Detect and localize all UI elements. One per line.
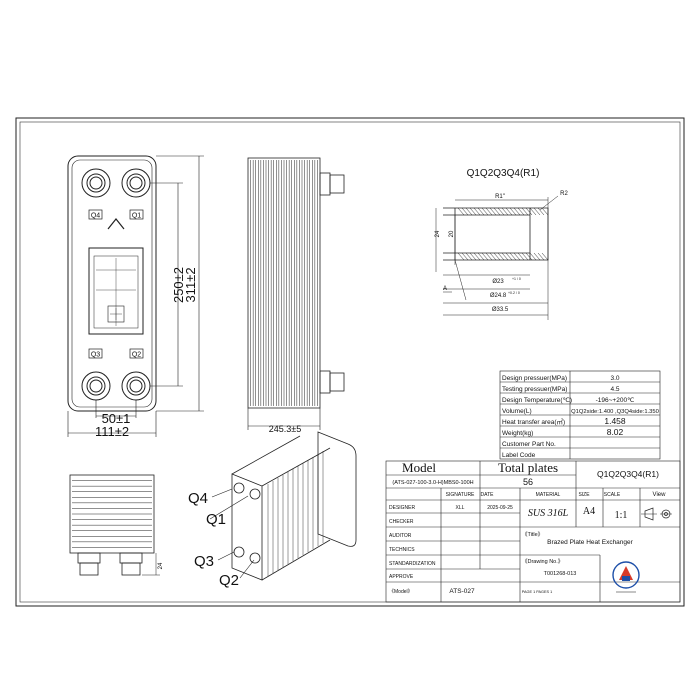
tb-title-value: Brazed Plate Heat Exchanger: [547, 539, 633, 546]
port-label-q4: Q4: [91, 213, 100, 220]
spec-value-4: 1.458: [604, 416, 626, 426]
iso-label-q3: Q3: [194, 553, 214, 570]
port-circle-bottom-left: [81, 371, 111, 401]
flow-arrow-icon: [107, 218, 125, 230]
spec-table: [499, 370, 661, 460]
dim-50: 50±1: [102, 411, 131, 426]
tb-size-header: SIZE: [578, 492, 590, 498]
front-port-labels: Q4 Q1 Q3 Q2: [91, 213, 141, 359]
iso-label-q4: Q4: [188, 490, 208, 507]
tb-material: SUS 316L: [528, 508, 569, 519]
detail-r1: R1": [495, 194, 505, 200]
tb-technics: TECHNICS: [389, 547, 415, 553]
front-plate-outline: [67, 155, 157, 412]
detail-d23-tol: +1 / 0: [512, 277, 521, 281]
tb-model-tag: 《Model》: [389, 589, 413, 595]
dim-250: 250±2: [171, 267, 186, 303]
tb-auditor: AUDITOR: [389, 533, 412, 539]
spec-label-3: Volume(L): [502, 408, 532, 415]
side-stack-outline: [247, 157, 321, 409]
detail-d23: Ø23: [492, 279, 504, 285]
front-dimensions: [67, 155, 204, 437]
tb-title-tag: 《Title》: [522, 531, 543, 538]
side-view: [247, 157, 345, 430]
detail-d24b-tol: +0.2 / 0: [508, 291, 520, 295]
side-port-top: [319, 172, 331, 196]
tb-date-header: DATE: [481, 492, 495, 498]
tb-approve: APPROVE: [389, 574, 414, 580]
tb-view-header: View: [653, 492, 667, 498]
spec-label-5: Weight(kg): [502, 430, 533, 437]
spec-label-2: Design Temperature(℃): [502, 397, 572, 404]
tb-size: A4: [583, 506, 595, 517]
detail-20: 20: [449, 230, 455, 237]
spec-value-1: 4.5: [610, 386, 619, 393]
tb-model-value: (ATS-027-100-3.0-H)MBS0-100H: [392, 480, 473, 486]
port-circle-top-right: [121, 168, 151, 198]
spec-value-0: 3.0: [610, 375, 619, 382]
projection-symbol-icon: [641, 507, 672, 521]
tb-standardization: STANDARDIZATION: [389, 561, 436, 567]
tb-ports-label: Q1Q2Q3Q4(R1): [597, 469, 659, 479]
detail-title: Q1Q2Q3Q4(R1): [467, 168, 540, 179]
tb-signature-header: SIGNATURE: [446, 492, 475, 498]
tb-scale: 1:1: [615, 510, 628, 521]
tb-model-short: ATS-027: [449, 588, 475, 595]
spec-value-5: 8.02: [607, 427, 624, 437]
detail-d33: Ø33.5: [492, 307, 509, 313]
detail-r2: R2: [560, 191, 568, 197]
detail-24: 24: [435, 230, 441, 237]
spec-value-3: Q1Q2side:1.400 ,Q3Q4side:1.350: [571, 409, 659, 415]
tb-page: PAGE 1 PAGES 1: [522, 590, 552, 594]
port-circle-top-left: [81, 168, 111, 198]
tb-material-header: MATERIAL: [536, 492, 561, 498]
dim-111: 111±2: [95, 424, 129, 439]
dim-24-bottom: 24: [158, 562, 164, 569]
tb-designer-sig: XLL: [456, 505, 465, 511]
spec-label-4: Heat transfer area(㎡): [502, 417, 565, 426]
title-block: [385, 460, 681, 603]
spec-label-0: Design pressuer(MPa): [502, 375, 567, 382]
port-detail: [435, 195, 559, 320]
iso-label-q1: Q1: [206, 511, 226, 528]
detail-a: A: [443, 286, 447, 292]
spec-label-6: Customer Part No.: [502, 441, 556, 448]
nameplate: [88, 247, 144, 335]
side-port-bottom: [319, 370, 331, 394]
dim-245: 245.3±5: [269, 424, 301, 434]
tb-designer: DESIGNER: [389, 505, 416, 511]
tb-drawing-no: T001268-013: [544, 571, 577, 577]
iso-rear-plate: [317, 431, 357, 547]
tb-drawing-no-tag: 《Drawing No.》: [522, 558, 563, 565]
spec-label-7: Label Code: [502, 452, 536, 459]
inner-frame: [19, 121, 681, 603]
spec-label-1: Testing pressuer(MPa): [502, 386, 567, 393]
bottom-view: [69, 474, 160, 576]
title-block-outline: [385, 460, 681, 603]
front-view: [67, 155, 157, 412]
port-label-q2: Q2: [132, 352, 141, 359]
tb-total-plates-value: 56: [523, 477, 533, 487]
detail-d24b: Ø24.8: [490, 293, 507, 299]
tb-model-header: Model: [402, 460, 436, 475]
spec-value-2: -196~+200℃: [596, 397, 635, 404]
company-logo-icon: [612, 561, 640, 593]
detail-profile-outline: [443, 207, 549, 261]
bottom-stack-outline: [69, 474, 155, 554]
port-label-q1: Q1: [132, 213, 141, 220]
port-label-q3: Q3: [91, 352, 100, 359]
tb-checker: CHECKER: [389, 519, 414, 525]
iso-view: [209, 431, 357, 581]
iso-label-q2: Q2: [219, 572, 239, 589]
front-plate-inner: [71, 159, 153, 408]
tb-designer-date: 2025-09-25: [487, 505, 513, 511]
port-circle-bottom-right: [121, 371, 151, 401]
outer-frame: [15, 117, 685, 607]
tb-total-plates-header: Total plates: [498, 460, 558, 475]
dim-311: 311±2: [183, 267, 198, 302]
tb-scale-header: SCALE: [604, 492, 621, 498]
